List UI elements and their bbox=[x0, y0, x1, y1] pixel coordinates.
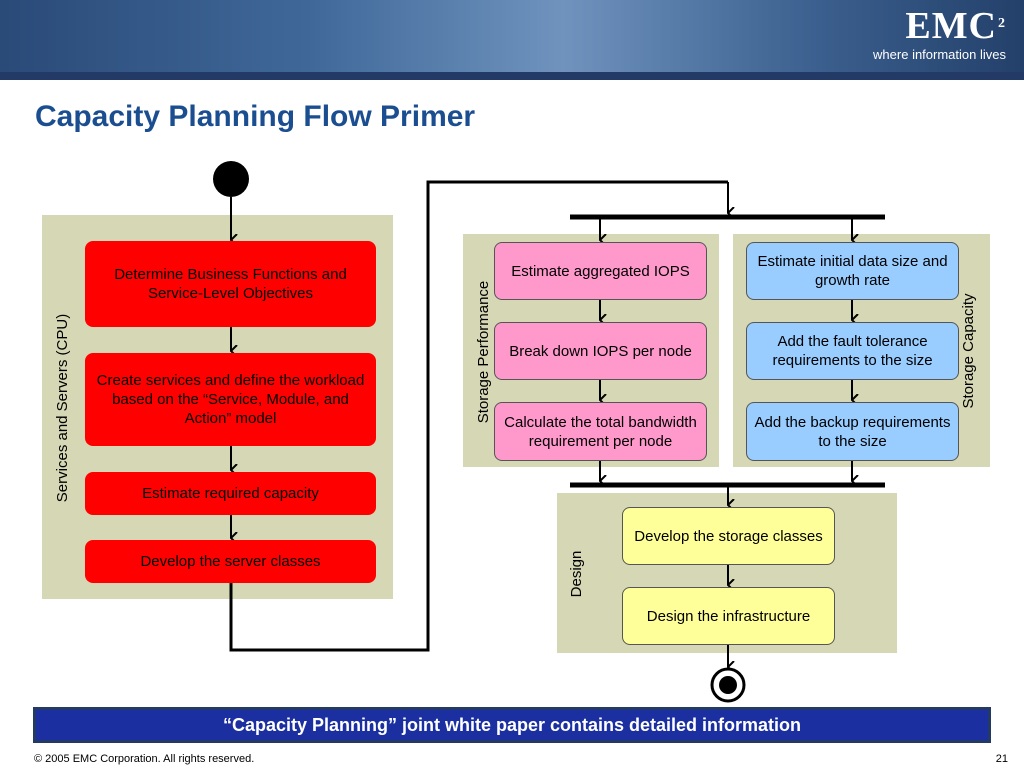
step-estimate-data-size: Estimate initial data size and growth ra… bbox=[746, 242, 959, 300]
step-add-fault-tolerance: Add the fault tolerance requirements to … bbox=[746, 322, 959, 380]
start-node-icon bbox=[213, 161, 249, 197]
step-create-services: Create services and define the workload … bbox=[85, 353, 376, 446]
step-calculate-bandwidth: Calculate the total bandwidth requiremen… bbox=[494, 402, 707, 461]
copyright-notice: © 2005 EMC Corporation. All rights reser… bbox=[34, 753, 255, 765]
step-develop-server-classes: Develop the server classes bbox=[85, 540, 376, 583]
step-estimate-aggregated-iops: Estimate aggregated IOPS bbox=[494, 242, 707, 300]
logo-tagline: where information lives bbox=[873, 47, 1006, 62]
footer-banner-text: “Capacity Planning” joint white paper co… bbox=[36, 710, 988, 740]
header-banner: EMC2 where information lives bbox=[0, 0, 1024, 72]
step-estimate-required-capacity: Estimate required capacity bbox=[85, 472, 376, 515]
step-design-infrastructure: Design the infrastructure bbox=[622, 587, 835, 645]
page-number: 21 bbox=[995, 753, 1008, 765]
step-determine-business-functions: Determine Business Functions and Service… bbox=[85, 241, 376, 327]
step-develop-storage-classes: Develop the storage classes bbox=[622, 507, 835, 565]
logo-superscript: 2 bbox=[998, 16, 1006, 31]
header-divider bbox=[0, 72, 1024, 80]
step-break-down-iops: Break down IOPS per node bbox=[494, 322, 707, 380]
emc-logo: EMC2 where information lives bbox=[873, 6, 1006, 62]
slide-title: Capacity Planning Flow Primer bbox=[35, 100, 476, 133]
footer-banner: “Capacity Planning” joint white paper co… bbox=[33, 707, 991, 743]
step-add-backup: Add the backup requirements to the size bbox=[746, 402, 959, 461]
logo-text: EMC bbox=[905, 5, 997, 47]
end-node-icon bbox=[710, 667, 746, 703]
